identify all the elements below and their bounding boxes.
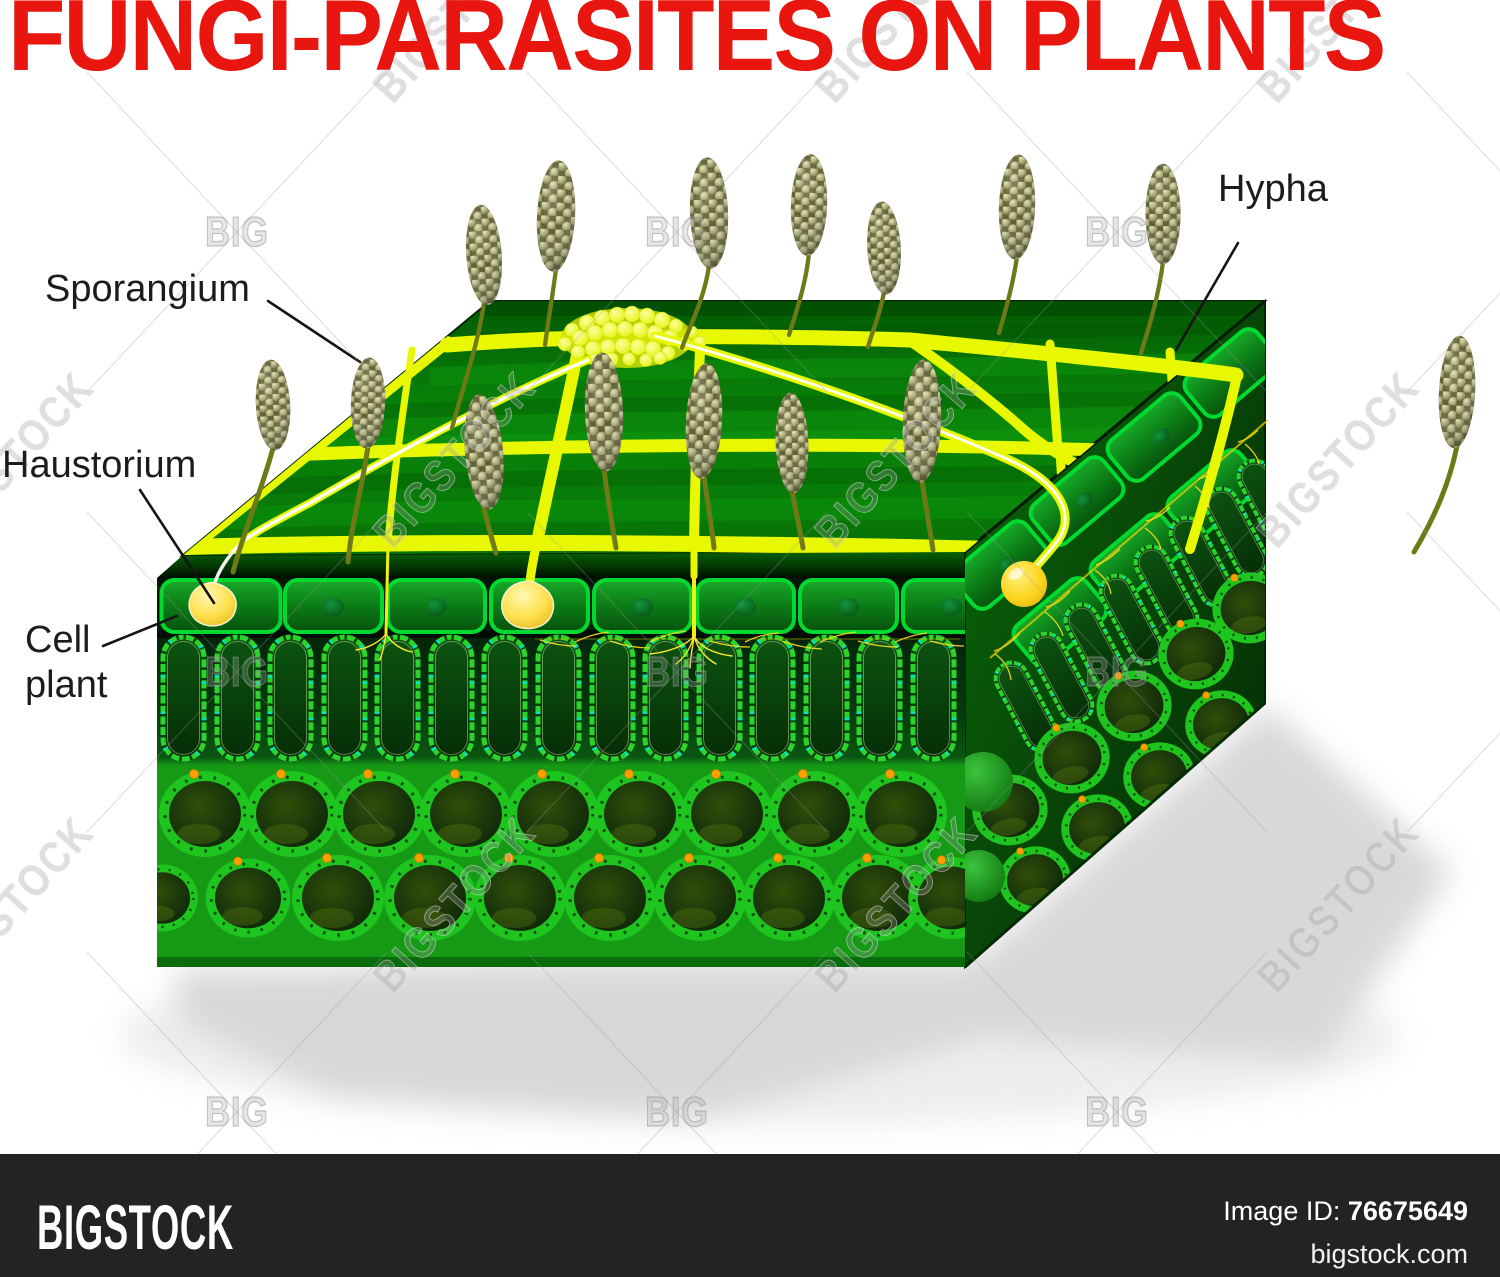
sporangium-stalks <box>230 250 1460 575</box>
haustorium-pointer-line <box>138 488 216 605</box>
palisade-cells <box>163 637 954 759</box>
image-id-row: Image ID: 76675649 <box>1223 1190 1468 1233</box>
haustorial-rootlets <box>355 633 733 669</box>
epidermis-cells <box>159 578 965 634</box>
pointer-lines <box>101 241 1240 648</box>
haustorium-blobs <box>188 580 555 630</box>
sporangium-pointer-line <box>266 299 362 364</box>
image-id-label: Image ID: <box>1223 1196 1341 1226</box>
spore-cluster <box>557 305 707 368</box>
footer-image-info: Image ID: 76675649 bigstock.com <box>1223 1190 1468 1276</box>
drop-shadow <box>120 706 1452 1125</box>
image-id-value: 76675649 <box>1347 1196 1468 1226</box>
footer-site-url: bigstock.com <box>1310 1239 1468 1269</box>
leaf-front-face <box>157 578 965 967</box>
footer-bar <box>0 1154 1500 1277</box>
bigstock-logo: BIGSTOCK <box>37 1193 234 1263</box>
hypha-tip <box>1001 561 1047 607</box>
penetrating-hyphae <box>188 331 1070 630</box>
leaf-front-bevel <box>157 552 965 578</box>
hyphal-filament-mat <box>535 419 1269 681</box>
sporangia <box>230 153 1478 575</box>
leaf-right-face <box>953 298 1266 970</box>
cell-plant-pointer-line <box>101 614 179 648</box>
hypha-pointer-line <box>1174 241 1240 352</box>
